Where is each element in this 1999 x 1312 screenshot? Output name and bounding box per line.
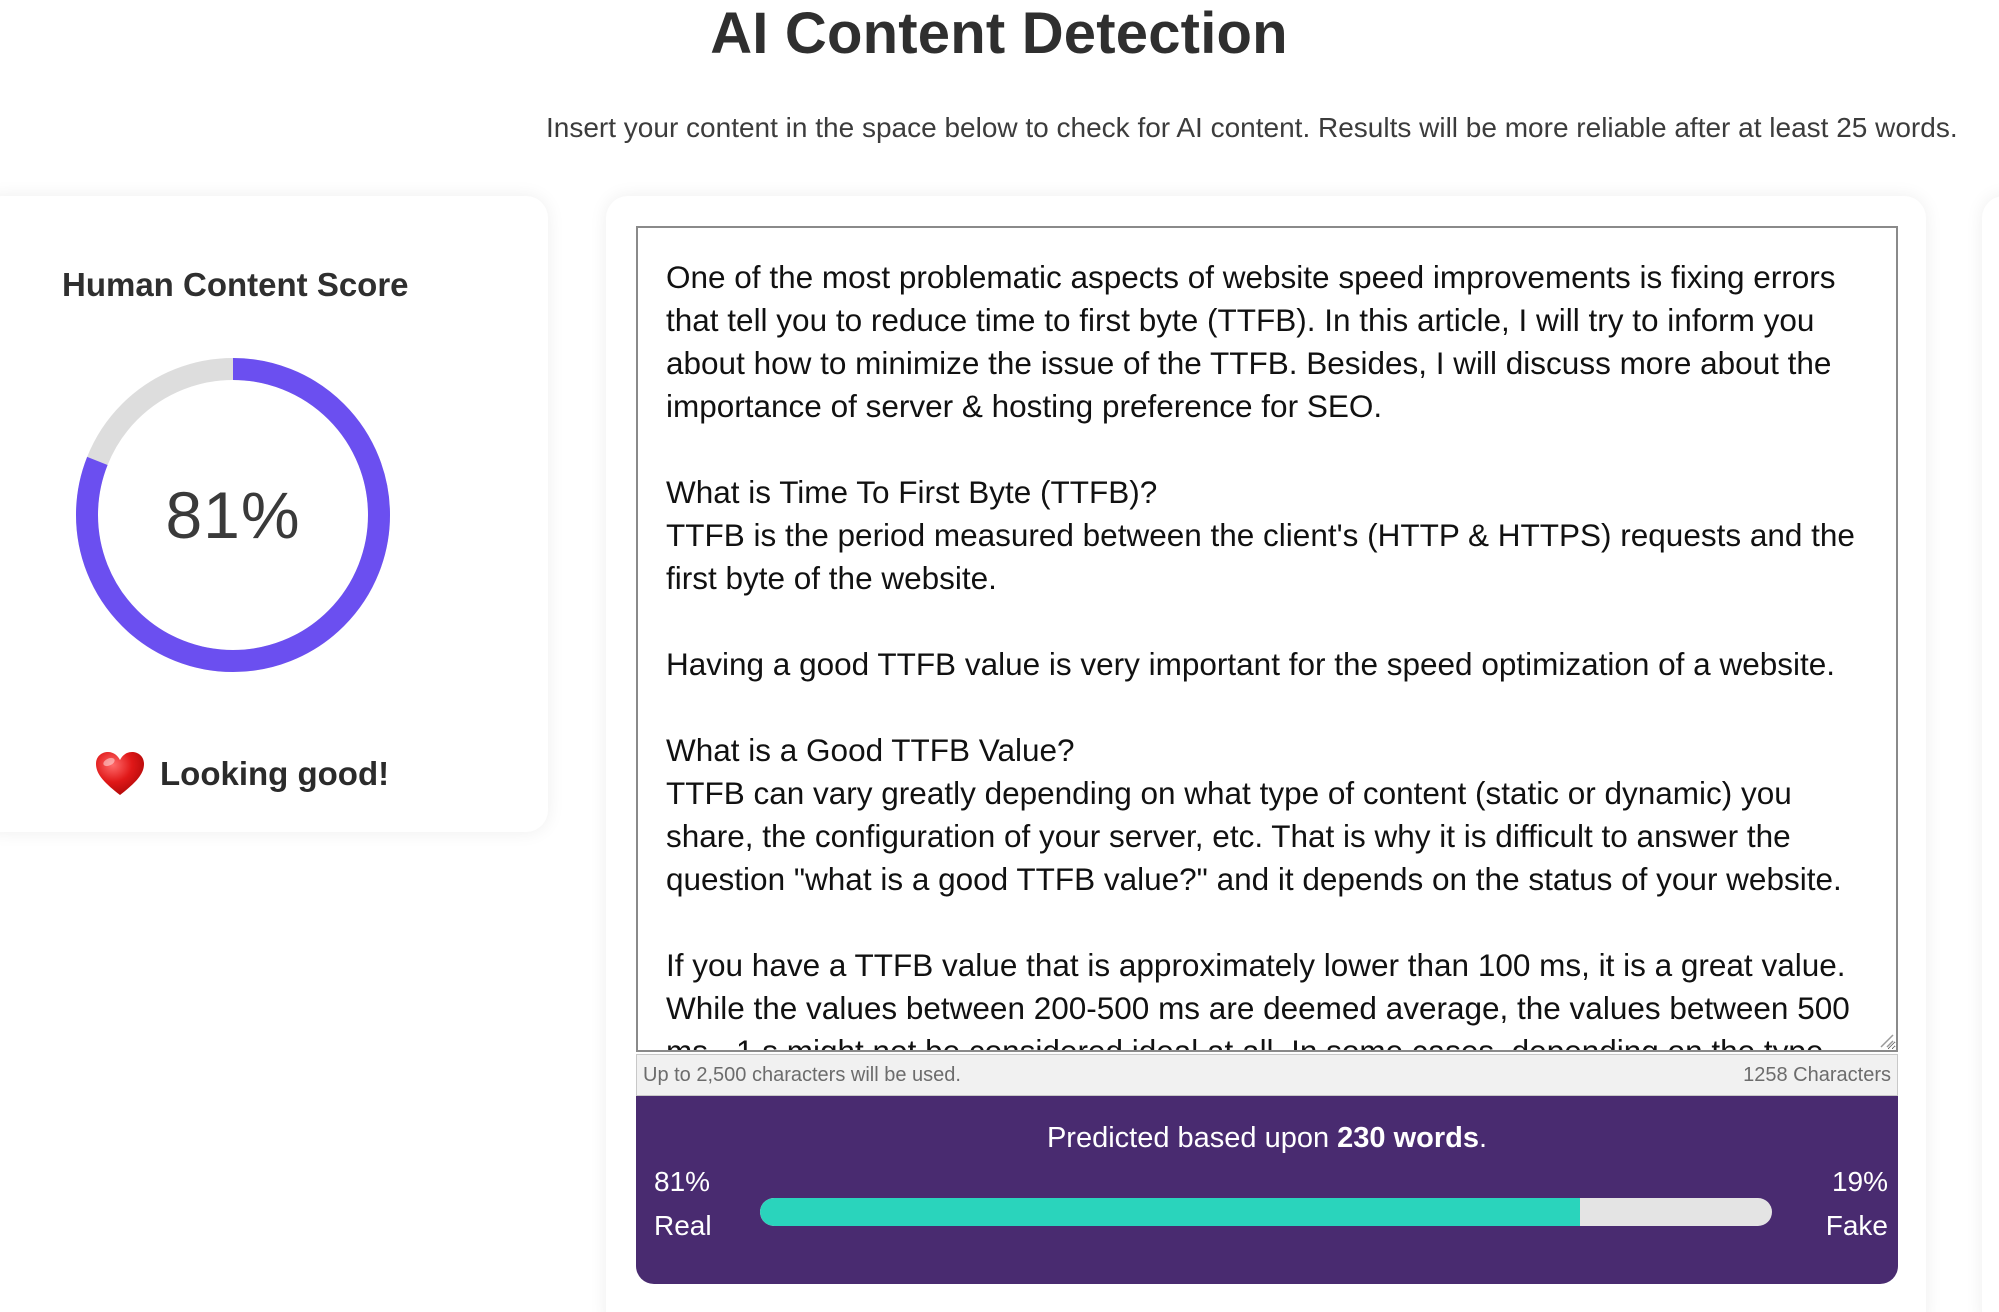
- character-limit-note: Up to 2,500 characters will be used.: [643, 1063, 961, 1086]
- prediction-word-count: 230 words: [1337, 1122, 1479, 1154]
- editor-info-bar: Up to 2,500 characters will be used. 125…: [636, 1054, 1898, 1096]
- page-subtitle: Insert your content in the space below t…: [546, 112, 1958, 143]
- real-label: Real: [654, 1210, 712, 1241]
- fake-label: Fake: [1825, 1210, 1888, 1241]
- character-count: 1258 Characters: [1743, 1063, 1891, 1086]
- page-title: AI Content Detection: [710, 1, 1288, 66]
- real-percent: 81%: [654, 1166, 711, 1197]
- result-panel: Predicted based upon 230 words. 81% Real…: [636, 1096, 1898, 1284]
- heart-icon: [96, 752, 144, 795]
- score-gauge: [76, 358, 390, 672]
- verdict: Looking good!: [94, 750, 389, 798]
- real-fake-bar: [760, 1198, 1772, 1226]
- resize-handle-icon[interactable]: [1878, 1032, 1894, 1048]
- prediction-prefix: Predicted based upon: [1046, 1122, 1338, 1154]
- real-bar-fill: [760, 1198, 1580, 1226]
- gauge-arc: [76, 358, 390, 672]
- prediction-suffix: .: [1479, 1122, 1488, 1154]
- content-textarea[interactable]: [636, 226, 1898, 1052]
- verdict-text: Looking good!: [160, 755, 390, 792]
- score-value: 81%: [165, 478, 301, 552]
- fake-percent: 19%: [1831, 1166, 1888, 1197]
- score-card-title: Human Content Score: [62, 266, 409, 303]
- next-card-edge: [1982, 196, 1999, 1312]
- prediction-summary: Predicted based upon 230 words.: [636, 1122, 1898, 1155]
